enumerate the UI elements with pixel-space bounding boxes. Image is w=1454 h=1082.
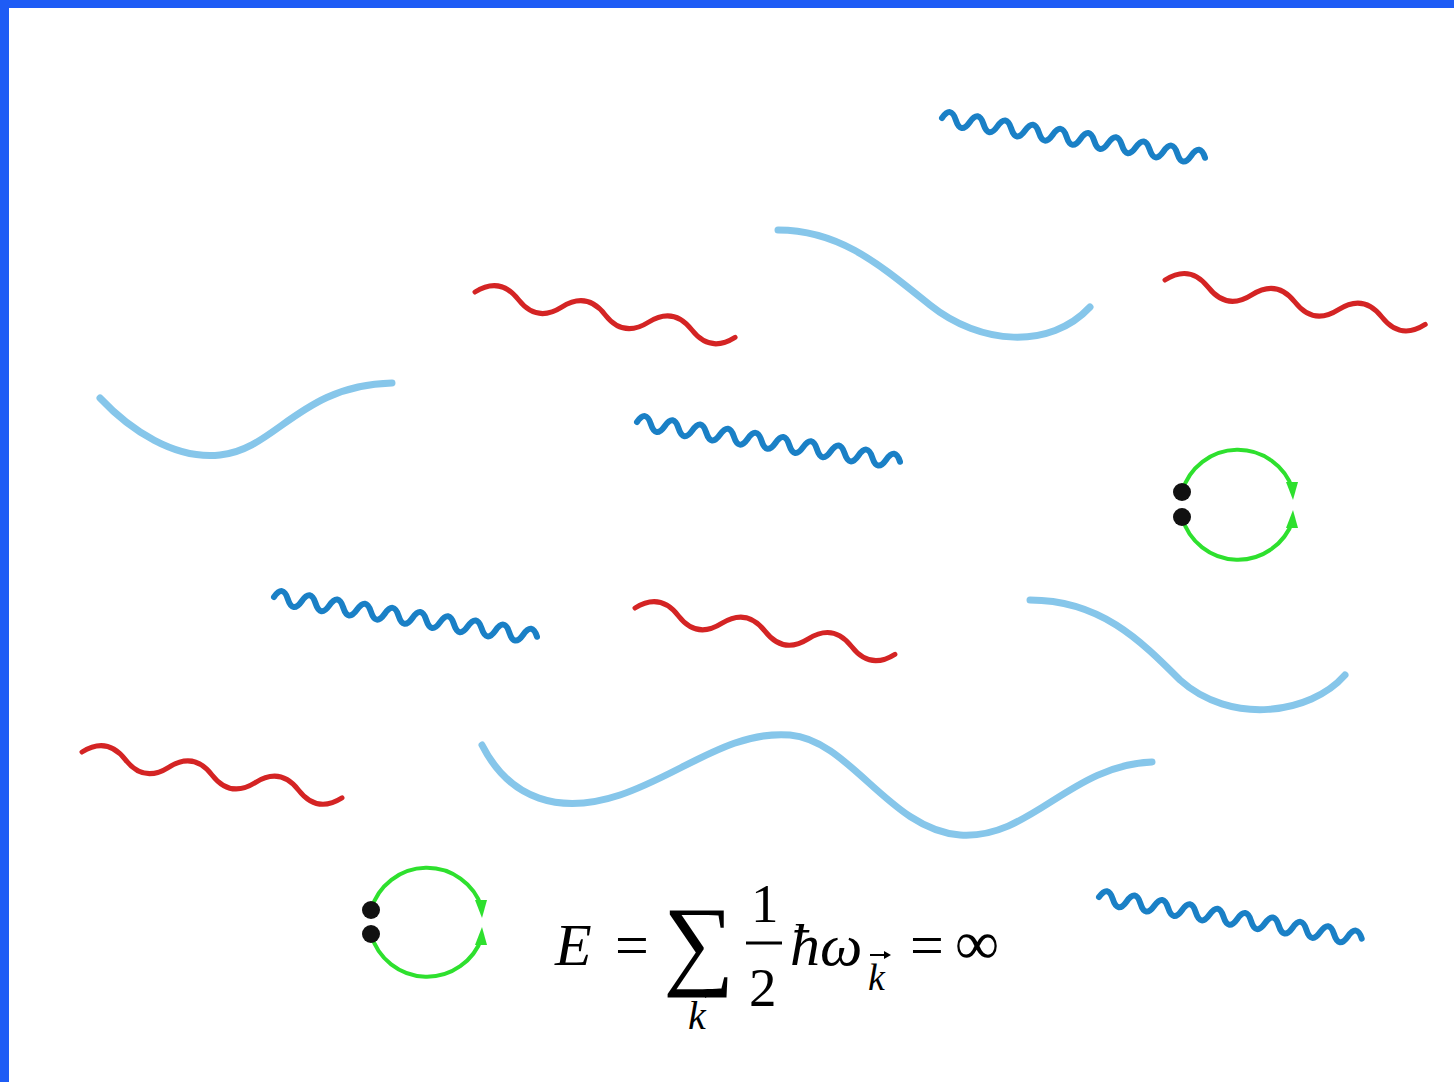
equation-symbol: ħω [790,915,862,975]
infinity-sign: ∞ [955,912,999,974]
fraction-number: 1 [751,876,779,931]
long-wave [1030,600,1345,710]
long-wave [100,383,392,456]
equation-symbol: E [555,915,592,975]
vacuum-loop [1173,450,1298,560]
squiggle-wave [941,111,1206,165]
short-wave [473,282,737,347]
squiggle-wave [273,590,538,644]
frame-bar [0,0,9,1082]
subscript-index: k [868,958,885,996]
long-wave [778,230,1090,337]
sum-sign: ∑ [663,893,734,993]
short-wave [80,742,343,808]
short-wave [1163,270,1427,334]
vacuum-loop [362,868,487,977]
fraction-number: 2 [749,960,777,1015]
sum-index: k [688,996,706,1036]
squiggle-wave [636,415,901,469]
equals-sign: = [615,915,649,975]
squiggle-wave [1098,890,1363,945]
frame-bar [0,0,1454,8]
equals-sign: = [910,915,944,975]
short-wave [633,598,896,664]
fraction-bar [746,942,782,945]
long-wave [482,735,1152,836]
